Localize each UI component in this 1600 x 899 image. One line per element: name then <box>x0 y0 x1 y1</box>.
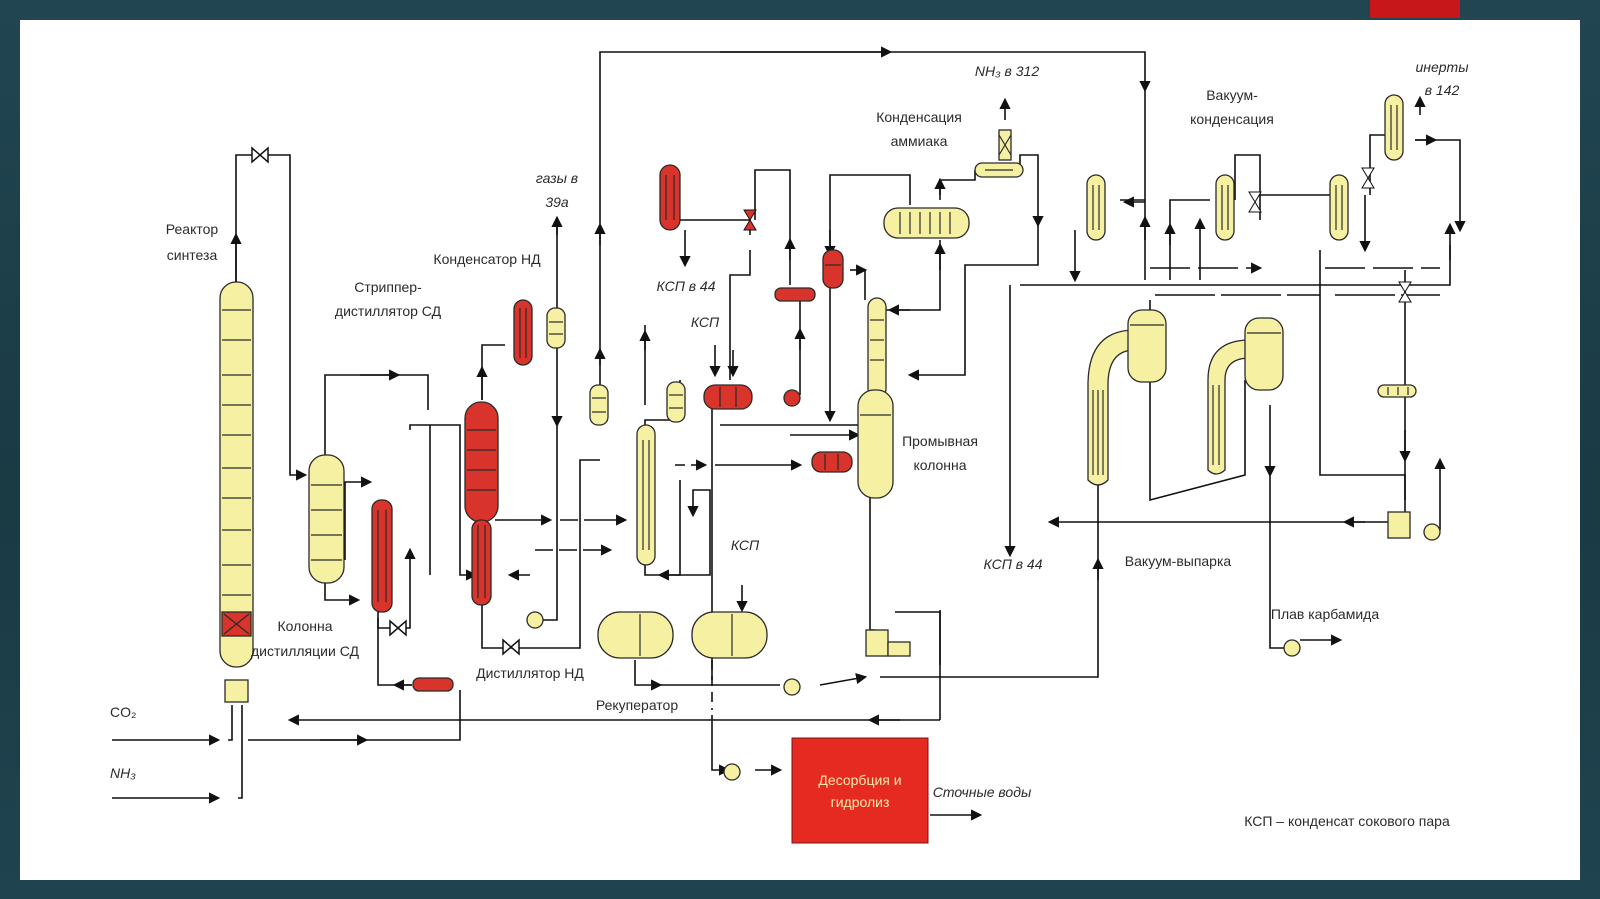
waste-water-label: Сточные воды <box>933 784 1032 800</box>
pump-icon <box>526 611 544 629</box>
pump-icon <box>1423 523 1441 541</box>
distillation-column-sd <box>371 499 393 613</box>
legend-text: КСП – конденсат сокового пара <box>1244 813 1450 829</box>
ammonia-condensation-label-1: Конденсация <box>876 109 962 125</box>
condenser-nd <box>513 299 566 366</box>
ammonia-condensation-label-2: аммиака <box>891 133 948 149</box>
pump-icon <box>1283 639 1301 657</box>
pump-icon <box>783 678 801 696</box>
distiller-nd <box>464 401 499 606</box>
valve-icon <box>251 146 269 164</box>
stripper-label-1: Стриппер- <box>354 279 422 295</box>
valve-icon <box>1361 167 1375 189</box>
ksp-44-right-label: КСП в 44 <box>983 556 1042 572</box>
valve-icon <box>1248 191 1262 213</box>
desorption-hydrolysis-unit: Десорбция и гидролиз <box>791 737 929 844</box>
diagram-sheet: Десорбция и гидролиз Реактор синтеза Стр… <box>20 20 1580 880</box>
vacuum-condensers <box>1086 94 1417 398</box>
pump-icons <box>526 389 1441 781</box>
synthesis-reactor <box>219 281 254 703</box>
valve-icon <box>1398 281 1412 303</box>
desorption-label-1: Десорбция и <box>818 772 901 788</box>
gases-label-2: 39а <box>545 194 569 210</box>
vacuum-condensation-label-2: конденсация <box>1190 111 1274 127</box>
red-cooler <box>811 451 853 473</box>
vacuum-evaporation-label: Вакуум-выпарка <box>1125 553 1232 569</box>
nh3-312-label: NH₃ в 312 <box>975 63 1039 79</box>
valve-icon <box>743 209 757 231</box>
ksp-44-top-label: КСП в 44 <box>656 278 715 294</box>
separators <box>589 381 686 426</box>
inerts-label-1: инерты <box>1415 59 1469 75</box>
vacuum-condensation-label-1: Вакуум- <box>1206 87 1258 103</box>
wash-column <box>857 297 911 657</box>
pump-icon <box>783 389 801 407</box>
ksp-label-1: КСП <box>691 314 720 330</box>
distiller-nd-label: Дистиллятор НД <box>476 665 584 681</box>
red-drum <box>703 384 753 410</box>
slide-accent-bar <box>1370 0 1460 18</box>
distillation-column-label-1: Колонна <box>278 618 333 634</box>
process-flow-diagram: Десорбция и гидролиз Реактор синтеза Стр… <box>110 46 1469 844</box>
red-condenser-top <box>659 164 681 231</box>
nh3-label: NH₃ <box>110 765 136 781</box>
valve-icons <box>251 146 1412 656</box>
condenser-nd-label: Конденсатор НД <box>433 251 541 267</box>
ammonia-condenser <box>883 129 1024 239</box>
pump-icon <box>723 763 741 781</box>
reactor-label-1: Реактор <box>166 221 219 237</box>
piping <box>112 46 1466 821</box>
center-heat-exchanger <box>636 424 656 566</box>
recuperator <box>597 611 768 659</box>
co2-label: CO₂ <box>110 704 136 720</box>
heat-exchanger-sd <box>412 677 454 692</box>
red-heat-exchanger <box>774 287 816 302</box>
urea-melt-label: Плав карбамида <box>1271 606 1379 622</box>
reactor-label-2: синтеза <box>167 247 218 263</box>
vacuum-evaporators <box>1087 309 1411 539</box>
inerts-label-2: в 142 <box>1425 82 1460 98</box>
desorption-label-2: гидролиз <box>831 794 890 810</box>
valve-icon <box>502 638 520 656</box>
stripper-label-2: дистиллятор СД <box>335 303 442 319</box>
labels: Реактор синтеза Стриппер- дистиллятор СД… <box>110 59 1469 829</box>
ksp-label-2: КСП <box>731 537 760 553</box>
red-separator <box>822 249 844 289</box>
wash-column-label-1: Промывная <box>902 433 978 449</box>
wash-column-label-2: колонна <box>913 457 966 473</box>
stripper-distiller-sd <box>308 454 345 584</box>
gases-label-1: газы в <box>536 170 578 186</box>
distillation-column-label-2: дистилляции СД <box>251 643 359 659</box>
recuperator-label: Рекуператор <box>596 697 678 713</box>
valve-icon <box>389 619 407 637</box>
